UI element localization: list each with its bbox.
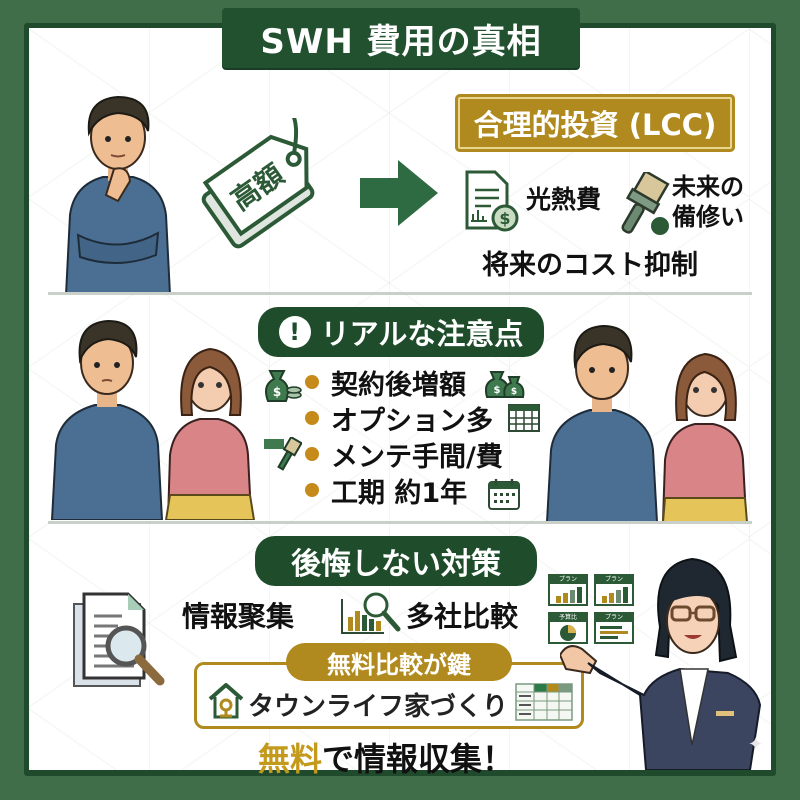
multi-company-compare-label: 多社比較 xyxy=(406,600,519,633)
mini-chart-title: プラン xyxy=(596,614,632,622)
bullet-label: 工期 約1年 xyxy=(331,477,468,509)
utility-cost-label: 光熱費 xyxy=(526,185,602,214)
money-bags-icon: $ $ xyxy=(485,367,525,399)
sparkle-icon: ✦ xyxy=(748,734,764,755)
mini-chart-title: 予算比 xyxy=(550,614,586,622)
svg-text:$: $ xyxy=(273,385,281,399)
mini-chart-title: プラン xyxy=(596,576,632,584)
cost-control-summary: 将来のコスト抑制 xyxy=(482,250,698,281)
future-repair-line2: 備修い xyxy=(672,203,744,231)
svg-text:$: $ xyxy=(499,209,510,228)
caution-header: ! リアルな注意点 xyxy=(258,307,544,357)
thinking-man-illustration xyxy=(58,85,178,295)
price-tag-icon: 高額 xyxy=(196,118,346,268)
future-repair-line1: 未来の xyxy=(672,173,744,201)
cta-text: 無料で情報収集！ xyxy=(258,734,514,780)
worried-couple-left-illustration xyxy=(50,305,255,520)
cta-rest: で情報収集！ xyxy=(322,740,515,778)
paintbrush-icon xyxy=(612,172,672,238)
exclamation-icon: ! xyxy=(278,316,311,348)
bullet-dot xyxy=(305,483,319,497)
bullet-label: 契約後増額 xyxy=(331,369,466,401)
future-repair-label: 未来の 備修い xyxy=(672,172,744,232)
bullet-item: メンテ手間/費 xyxy=(305,436,503,473)
chart-magnifier-icon xyxy=(340,591,402,635)
page-title: SWH 費用の真相 xyxy=(222,8,580,68)
arrow-right-icon xyxy=(360,160,440,226)
bullet-item: 契約後増額 xyxy=(305,364,503,401)
calendar-icon xyxy=(488,478,520,510)
cta-highlight: 無料 xyxy=(258,740,323,778)
svg-text:$: $ xyxy=(494,385,501,396)
caution-header-label: リアルな注意点 xyxy=(320,317,524,351)
bullet-dot xyxy=(305,411,319,425)
mini-chart-2: プラン xyxy=(594,574,634,606)
info-gathering-label: 情報聚集 xyxy=(182,600,295,633)
free-compare-key-badge: 無料比較が鍵 xyxy=(286,643,512,681)
bill-dollar-icon: $ xyxy=(463,170,521,234)
mini-chart-4: プラン xyxy=(594,612,634,644)
section-divider-2 xyxy=(48,521,752,524)
countermeasures-header: 後悔しない対策 xyxy=(255,536,537,586)
house-icon xyxy=(208,683,244,719)
document-search-icon xyxy=(62,586,172,696)
caution-bullet-list: 契約後増額 オプション多 メンテ手間/費 工期 約1年 xyxy=(305,364,503,509)
bullet-dot xyxy=(305,447,319,461)
bullet-dot xyxy=(305,375,319,389)
comparison-charts-icon: プラン プラン 予算比 プラン xyxy=(548,574,636,648)
service-name[interactable]: タウンライフ家づくり xyxy=(248,692,509,722)
bullet-label: オプション多 xyxy=(331,405,493,437)
comparison-table-icon xyxy=(515,683,573,721)
section-divider-1 xyxy=(48,292,752,295)
mini-chart-1: プラン xyxy=(548,574,588,606)
svg-text:$: $ xyxy=(511,387,517,397)
money-bags-coins-icon: $ xyxy=(262,365,302,403)
bullet-label: メンテ手間/費 xyxy=(331,441,503,473)
bullet-item: オプション多 xyxy=(305,400,503,437)
mini-chart-title: プラン xyxy=(550,576,586,584)
advisor-woman-illustration xyxy=(560,545,772,770)
bullet-item: 工期 約1年 xyxy=(305,472,503,509)
lcc-badge: 合理的投資 (LCC) xyxy=(455,94,735,152)
worried-couple-right-illustration xyxy=(545,310,750,522)
grid-calendar-icon xyxy=(508,404,540,432)
mini-chart-3: 予算比 xyxy=(548,612,588,644)
paint-roller-icon xyxy=(262,437,302,473)
